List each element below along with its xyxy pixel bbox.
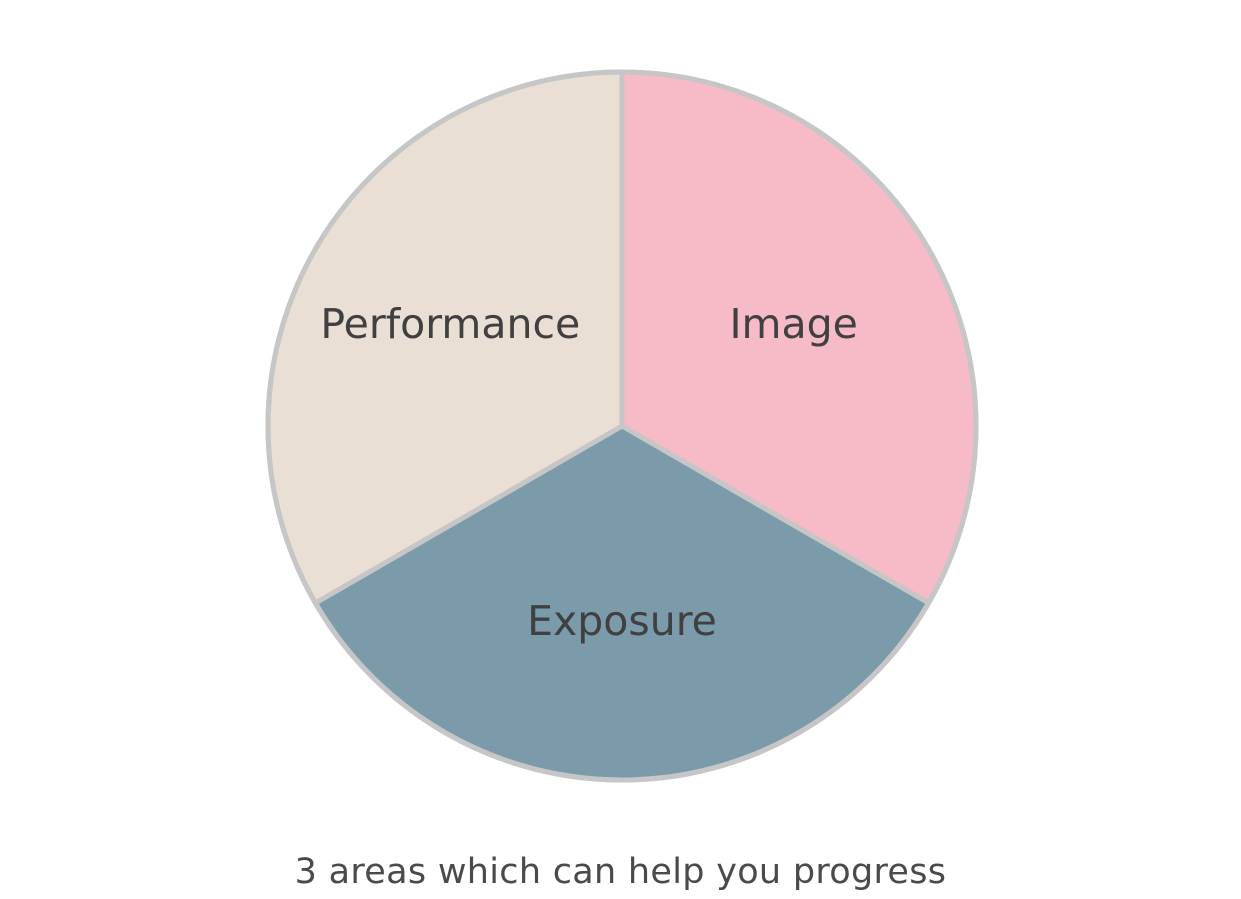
chart-caption: 3 areas which can help you progress <box>294 852 947 892</box>
slice-label-image: Image <box>729 300 857 348</box>
pie-slices <box>265 69 979 783</box>
pie-outline <box>265 69 979 783</box>
slice-label-exposure: Exposure <box>527 597 717 645</box>
slice-label-performance: Performance <box>320 300 580 348</box>
